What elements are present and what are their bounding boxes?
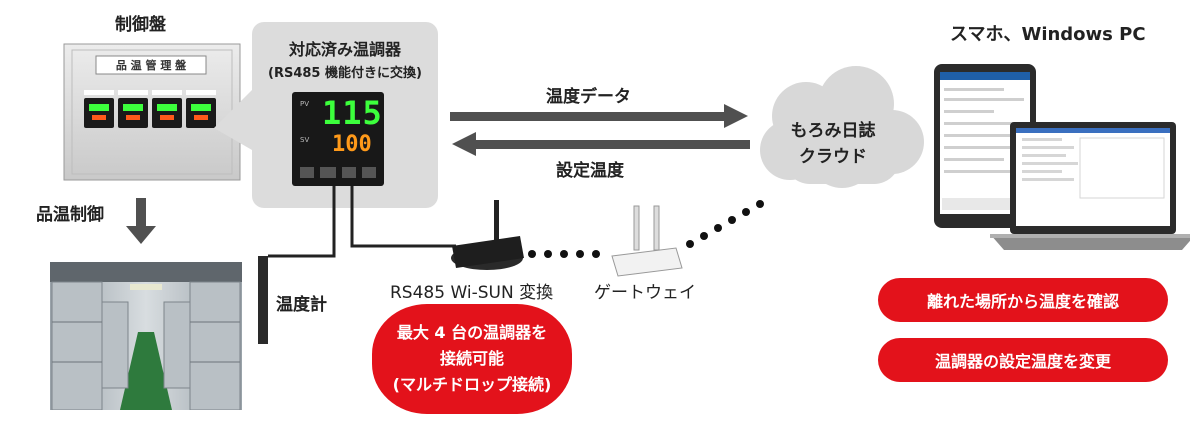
controller-title: 対応済み温調器	[288, 40, 401, 59]
devices-image	[934, 64, 1190, 250]
feature-remote-check: 離れた場所から温度を確認	[878, 278, 1168, 322]
control-panel-plate: 品 温 管 理 盤	[115, 59, 187, 72]
pv-display: 115	[322, 94, 383, 132]
thermometer-label: 温度計	[276, 295, 327, 315]
wireless-dots-1	[528, 250, 600, 258]
feature-change-setpoint: 温調器の設定温度を変更	[878, 338, 1168, 382]
multidrop-line1: 最大 4 台の温調器を	[396, 323, 548, 342]
gateway-device	[611, 205, 683, 277]
multidrop-badge: 最大 4 台の温調器を 接続可能 (マルチドロップ接続)	[372, 304, 572, 414]
clients-title: スマホ、Windows PC	[950, 24, 1146, 45]
down-arrow-icon	[126, 198, 156, 244]
control-panel-image	[62, 42, 242, 182]
temp-data-arrow	[450, 104, 748, 128]
multidrop-line3: (マルチドロップ接続)	[392, 375, 552, 394]
controller-buttons	[300, 164, 376, 178]
converter-device	[451, 200, 524, 270]
feature-remote-check-text: 離れた場所から温度を確認	[926, 292, 1119, 311]
cloud-icon	[760, 66, 924, 188]
cloud-label: もろみ日誌 クラウド	[748, 118, 918, 170]
sv-display: 100	[332, 132, 372, 157]
pv-tag: PV	[300, 100, 310, 108]
temp-data-label: 温度データ	[546, 87, 631, 107]
multidrop-line2: 接続可能	[439, 349, 504, 368]
cloud-label-line2: クラウド	[799, 147, 867, 167]
controller-subtitle: (RS485 機能付きに交換)	[268, 66, 422, 81]
gateway-label: ゲートウェイ	[594, 283, 696, 303]
cloud-label-line1: もろみ日誌	[790, 121, 876, 141]
temperature-controller-image: PV SV 115 100	[292, 92, 384, 186]
product-temp-control-label: 品温制御	[36, 205, 104, 225]
set-temp-label: 設定温度	[556, 161, 624, 181]
set-temp-arrow	[452, 132, 750, 156]
converter-label: RS485 Wi-SUN 変換	[390, 283, 554, 303]
control-panel-title: 制御盤	[115, 15, 166, 35]
feature-change-setpoint-text: 温調器の設定温度を変更	[934, 352, 1111, 371]
tank-room-photo	[50, 262, 242, 410]
sv-tag: SV	[300, 136, 310, 144]
wireless-dots-2	[686, 200, 764, 248]
